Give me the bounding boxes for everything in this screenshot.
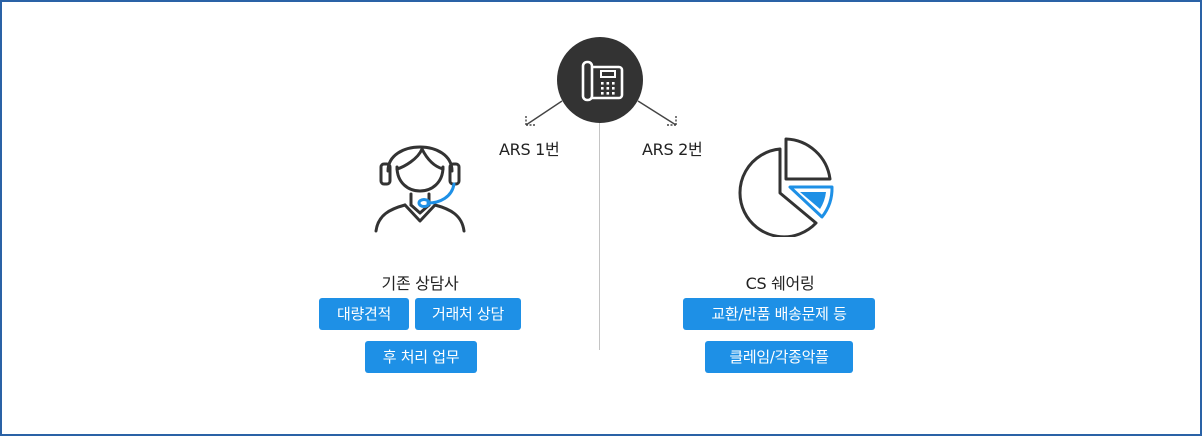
arrow-right-line [637, 100, 677, 126]
group-title-cs-sharing: CS 쉐어링 [745, 274, 815, 293]
pie-chart-icon [734, 137, 838, 241]
tag-client-consulting: 거래처 상담 [415, 298, 521, 330]
arrow-left-head [525, 115, 536, 126]
tag-post-processing: 후 처리 업무 [365, 341, 477, 373]
center-divider [599, 120, 600, 350]
ars-2-label: ARS 2번 [642, 140, 703, 159]
agent-headset-icon [374, 127, 466, 239]
tag-bulk-quote: 대량견적 [319, 298, 409, 330]
tag-exchange-return-delivery: 교환/반품 배송문제 등 [683, 298, 875, 330]
tag-claims-malicious-comments: 클레임/각종악플 [705, 341, 853, 373]
route-arrows [525, 100, 677, 126]
pie-highlight-slice [788, 185, 834, 219]
telephone-icon [557, 37, 643, 123]
ars-1-label: ARS 1번 [499, 140, 560, 159]
group-title-existing-agent: 기존 상담사 [381, 274, 459, 293]
arrow-left-line [525, 100, 563, 126]
arrow-right-head [666, 115, 677, 126]
